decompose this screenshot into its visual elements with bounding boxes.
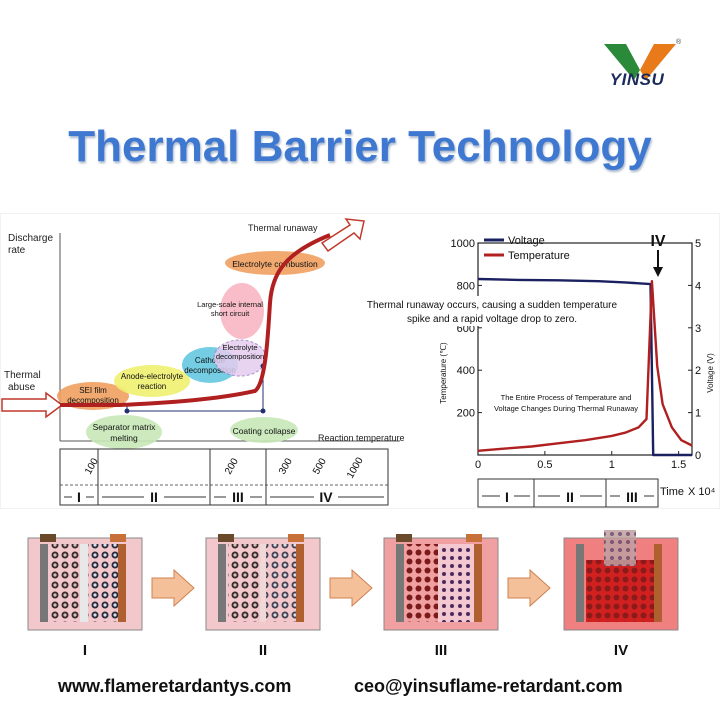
ellipse-anode	[114, 365, 190, 397]
left-diagram: Discharge rate Reaction temperature Ther…	[1, 218, 405, 506]
stage-arrow-3-icon	[507, 568, 551, 608]
battery-stage-3	[383, 534, 499, 631]
battery-stage-1	[27, 534, 143, 631]
time-label: Time	[660, 486, 684, 498]
x-tick-label-0: 0	[475, 459, 481, 471]
ellipse-short-circuit-line1: Large-scale internal	[197, 300, 263, 309]
page-title: Thermal Barrier Technology	[68, 122, 652, 171]
ellipse-sei-line1: SEI film	[79, 386, 107, 395]
ellipse-separator-line1: Separator matrix	[93, 422, 157, 432]
yinsu-logo-icon: ®	[604, 38, 682, 80]
y-right-tick-label-5: 5	[695, 238, 701, 250]
battery-label-1: I	[83, 642, 87, 659]
battery-stage-4	[563, 530, 679, 631]
series-line-voltage	[477, 277, 692, 457]
ellipse-electrolyte-decomp-line1: Electrolyte	[222, 343, 257, 352]
x-tick-label-1: 0.5	[537, 459, 552, 471]
right-stage-3: III	[626, 489, 638, 505]
stage-marker: IV	[650, 233, 665, 250]
left-stage-1: I	[77, 489, 81, 505]
y-left-label: Temperature (℃)	[439, 342, 448, 404]
stage-arrow-2-icon	[329, 568, 373, 608]
ellipse-combustion	[225, 251, 325, 275]
battery-label-4: IV	[614, 642, 628, 659]
stage-arrow-1-icon	[151, 568, 195, 608]
right-stage-1: I	[505, 489, 509, 505]
x-axis-label: Reaction temperature	[318, 433, 405, 443]
ellipse-electrolyte-decomp-line2: decomposition	[216, 352, 264, 361]
ellipse-anode-line1: Anode-electrolyte	[121, 372, 184, 381]
brand-name: YINSU	[609, 70, 665, 89]
annotation-line1: Thermal runaway occurs, causing a sudden…	[367, 300, 618, 311]
battery-label-3: III	[435, 642, 448, 659]
footer-website[interactable]: www.flameretardantys.com	[58, 676, 292, 696]
ellipse-coating	[230, 417, 298, 443]
y-right-tick-label-4: 4	[695, 280, 701, 292]
x-tick-label-3: 1.5	[671, 459, 686, 471]
y-left-tick-label-4: 1000	[451, 238, 475, 250]
thermal-runaway-label: Thermal runaway	[248, 223, 318, 233]
time-unit: X 10⁴	[688, 486, 716, 498]
right-stage-2: II	[566, 489, 574, 505]
ellipse-separator-line2: melting	[110, 433, 138, 443]
annotation-line2: spike and a rapid voltage drop to zero.	[407, 314, 577, 325]
ellipse-cathode-line2: decomposition	[184, 366, 236, 375]
caption-line2: Voltage Changes During Thermal Runaway	[494, 404, 638, 413]
battery-stage-2	[205, 534, 321, 631]
left-stage-3: III	[232, 489, 244, 505]
y-axis-label-line2: rate	[8, 245, 26, 256]
reg-mark: ®	[676, 38, 682, 46]
ellipse-separator	[86, 415, 162, 449]
footer-email[interactable]: ceo@yinsuflame-retardant.com	[354, 676, 623, 696]
ellipse-cathode-line1: Cathode	[195, 356, 226, 365]
chart-lines	[477, 277, 693, 457]
ellipse-short-circuit-line2: short circuit	[211, 309, 250, 318]
battery-label-2: II	[259, 642, 267, 659]
y-left-tick-label-3: 800	[457, 280, 475, 292]
y-right-label: Voltage (V)	[706, 353, 715, 393]
caption-line1: The Entire Process of Temperature and	[501, 393, 632, 402]
discharge-curve	[60, 233, 331, 407]
ellipse-coating-label: Coating collapse	[233, 426, 296, 436]
stage-marker-arrow-icon	[653, 267, 663, 277]
diagram-panel: Discharge rate Reaction temperature Ther…	[0, 213, 720, 509]
y-right-tick-label-0: 0	[695, 450, 701, 462]
voltage-temperature-chart: Temperature (℃) Voltage (V) Voltage Temp…	[344, 233, 716, 508]
y-axis-label-line1: Discharge	[8, 233, 53, 244]
series-line-temperature	[477, 279, 693, 452]
y-right-tick-label-1: 1	[695, 408, 701, 420]
thermal-abuse-label-line2: abuse	[8, 382, 36, 393]
ellipse-short-circuit	[220, 283, 264, 339]
y-left-tick-label-0: 200	[457, 408, 475, 420]
left-stage-2: II	[150, 489, 158, 505]
ellipse-anode-line2: reaction	[138, 382, 166, 391]
thermal-runaway-arrow-icon	[320, 218, 365, 253]
left-stage-4: IV	[319, 489, 333, 505]
x-tick-label-2: 1	[609, 459, 615, 471]
y-left-tick-label-1: 400	[457, 365, 475, 377]
ellipse-combustion-label: Electrolyte combustion	[232, 259, 318, 269]
y-right-tick-label-2: 2	[695, 365, 701, 377]
legend-voltage: Voltage	[508, 235, 545, 247]
legend-temperature: Temperature	[508, 250, 570, 262]
battery-stages: I II III IV	[27, 530, 679, 659]
ellipse-sei-line2: decomposition	[67, 396, 119, 405]
thermal-abuse-arrow-icon	[1, 391, 64, 419]
y-right-tick-label-3: 3	[695, 323, 701, 335]
thermal-abuse-label-line1: Thermal	[4, 370, 41, 381]
